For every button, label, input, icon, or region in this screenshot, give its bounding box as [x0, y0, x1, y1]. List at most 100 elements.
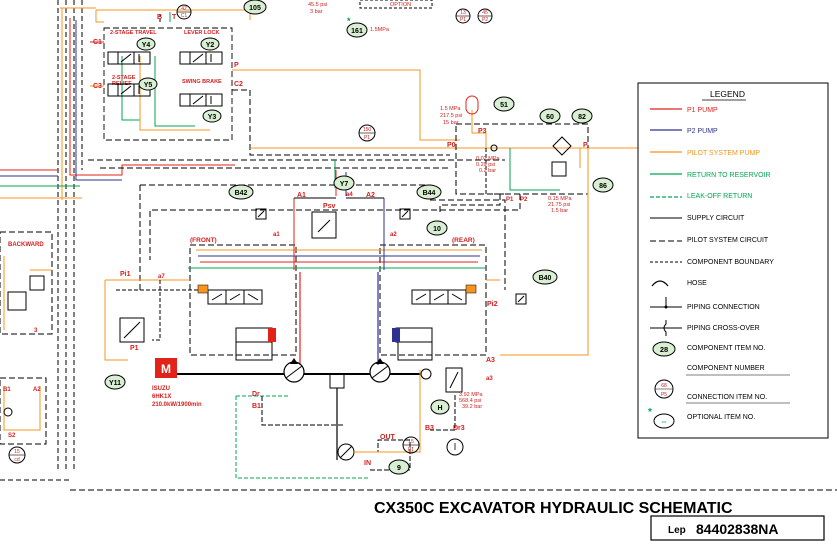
accumulator-shape: [465, 95, 479, 115]
svg-text:S2: S2: [8, 433, 16, 439]
legend: LEGEND P1 PUMP P2 PUMP PILOT SYSTEM PUMP…: [637, 82, 829, 439]
pilot-relief-icon: [551, 161, 567, 177]
svg-text:*: *: [648, 407, 652, 418]
svg-text:1.5 bar: 1.5 bar: [551, 208, 568, 214]
two-stage-relief-label-1: 2-STAGE: [112, 75, 136, 81]
pilot-filter-icon: [552, 136, 572, 156]
item-y11-badge: [104, 374, 126, 390]
svg-text:P3: P3: [478, 128, 487, 135]
svg-text:a4: a4: [346, 192, 353, 198]
svg-text:Dr: Dr: [252, 391, 260, 398]
sensor-b44-icon: [399, 208, 411, 220]
legend-item-component-number: COMPONENT NUMBER: [687, 365, 765, 372]
svg-text:Pi2: Pi2: [487, 301, 498, 308]
port-c1-label: C1: [93, 39, 102, 46]
sample-optional-badge: [653, 413, 675, 429]
item-10-badge: [426, 220, 448, 236]
svg-text:0.15 MPa: 0.15 MPa: [548, 196, 572, 202]
legend-item-piping-crossover: PIPING CROSS-OVER: [687, 325, 760, 332]
svg-text:0.29 psi: 0.29 psi: [476, 162, 495, 168]
rear-regulator: [392, 327, 433, 361]
svg-text:13: 13: [460, 10, 466, 16]
front-pump: [283, 358, 305, 383]
item-y3-badge: [202, 109, 222, 123]
item-h-badge: [430, 399, 450, 415]
sensor-b40-icon: [515, 293, 527, 305]
valve-y3: [179, 93, 223, 107]
svg-text:P1: P1: [364, 135, 370, 141]
svg-text:Psv: Psv: [323, 203, 336, 210]
svg-text:21.75 psi: 21.75 psi: [548, 202, 570, 208]
svg-text:P1: P1: [460, 17, 466, 23]
port-b-label: B: [157, 14, 162, 21]
legend-title: LEGEND: [710, 89, 745, 99]
svg-text:42: 42: [181, 6, 187, 12]
legend-item-connection-item: CONNECTION ITEM NO.: [687, 394, 767, 401]
legend-item-supply: SUPPLY CIRCUIT: [687, 215, 745, 222]
front-regulator: [235, 327, 276, 361]
svg-text:A1: A1: [297, 192, 306, 199]
title-block: CX350C EXCAVATOR HYDRAULIC SCHEMATIC Lep…: [70, 489, 837, 541]
svg-text:B44: B44: [423, 190, 436, 197]
svg-text:6HK1X: 6HK1X: [152, 394, 171, 400]
legend-item-piping-connection: PIPING CONNECTION: [687, 304, 760, 311]
top-fragments: 45.5 psi 3 bar OPTION 161 * 1.5MPa 13 P1…: [308, 0, 493, 38]
check-valve-icon: [490, 144, 498, 152]
gear-pump: [337, 370, 421, 471]
valve-y4: [107, 51, 151, 65]
port-p-label: P: [234, 62, 239, 69]
legend-item-pilot-circuit: PILOT SYSTEM CIRCUIT: [687, 237, 769, 244]
svg-text:0.02 MPa: 0.02 MPa: [476, 156, 500, 162]
pilot-relief-h: [445, 367, 463, 393]
lever-lock-label: LEVER LOCK: [184, 30, 219, 36]
svg-text:86: 86: [599, 183, 607, 190]
legend-item-leakoff: LEAK-OFF RETURN: [687, 193, 752, 200]
item-51-badge: [493, 96, 515, 112]
lep-box: [650, 515, 825, 541]
hose-icon: [651, 280, 669, 287]
svg-text:A3: A3: [486, 357, 495, 364]
svg-text:P1: P1: [506, 197, 514, 203]
sample-item-badge: [652, 341, 676, 357]
item-b42-badge: [228, 184, 254, 200]
svg-text:15: 15: [14, 449, 20, 455]
svg-text:82: 82: [578, 114, 586, 121]
item-y2-badge: [200, 37, 220, 51]
sensor-b42-icon: [255, 208, 267, 220]
item-y4-badge: [136, 37, 156, 51]
svg-text:28: 28: [660, 345, 668, 354]
pressure-gauge: [446, 438, 464, 456]
top-conn-circles: 13 P1 45 P2: [455, 8, 493, 24]
item-y5-number: Y5: [144, 82, 153, 89]
lep-number: 84402838NA: [696, 521, 779, 537]
svg-text:9: 9: [397, 465, 401, 472]
item-y2-number: Y2: [206, 42, 215, 49]
svg-text:3.92 MPa: 3.92 MPa: [459, 392, 483, 398]
item-y5-badge: [138, 77, 158, 91]
port-c3-label: C3: [93, 83, 102, 90]
svg-text:cd: cd: [14, 457, 20, 463]
svg-text:45.5 psi: 45.5 psi: [308, 2, 327, 8]
item-161-badge: [346, 22, 368, 38]
y11-valve: [119, 317, 145, 343]
svg-text:Y7: Y7: [340, 181, 349, 188]
svg-text:51: 51: [500, 102, 508, 109]
item-86-badge: [592, 177, 614, 193]
svg-text:ISUZU: ISUZU: [152, 386, 170, 392]
legend-item-boundary: COMPONENT BOUNDARY: [687, 259, 774, 266]
svg-text:15: 15: [408, 439, 414, 445]
left-bus-lines: [0, 0, 235, 481]
svg-text:Dr3: Dr3: [453, 425, 465, 432]
svg-text:P: P: [583, 142, 588, 149]
svg-text:P1: P1: [408, 447, 414, 453]
svg-text:*: *: [347, 16, 351, 26]
rear-pump: [369, 358, 391, 383]
svg-text:B1: B1: [3, 387, 11, 393]
svg-text:P5: P5: [661, 392, 667, 398]
item-105-number: 105: [249, 5, 261, 12]
svg-text:39.2 bar: 39.2 bar: [462, 404, 482, 410]
legend-item-optional: OPTIONAL ITEM NO.: [687, 414, 755, 421]
svg-text:3: 3: [34, 328, 38, 334]
schematic-title: CX350C EXCAVATOR HYDRAULIC SCHEMATIC: [374, 500, 733, 517]
pilot-filter-block: 51 1.5 MPa 217.5 psi 15 bar 60 82 86 P3 …: [149, 95, 640, 356]
